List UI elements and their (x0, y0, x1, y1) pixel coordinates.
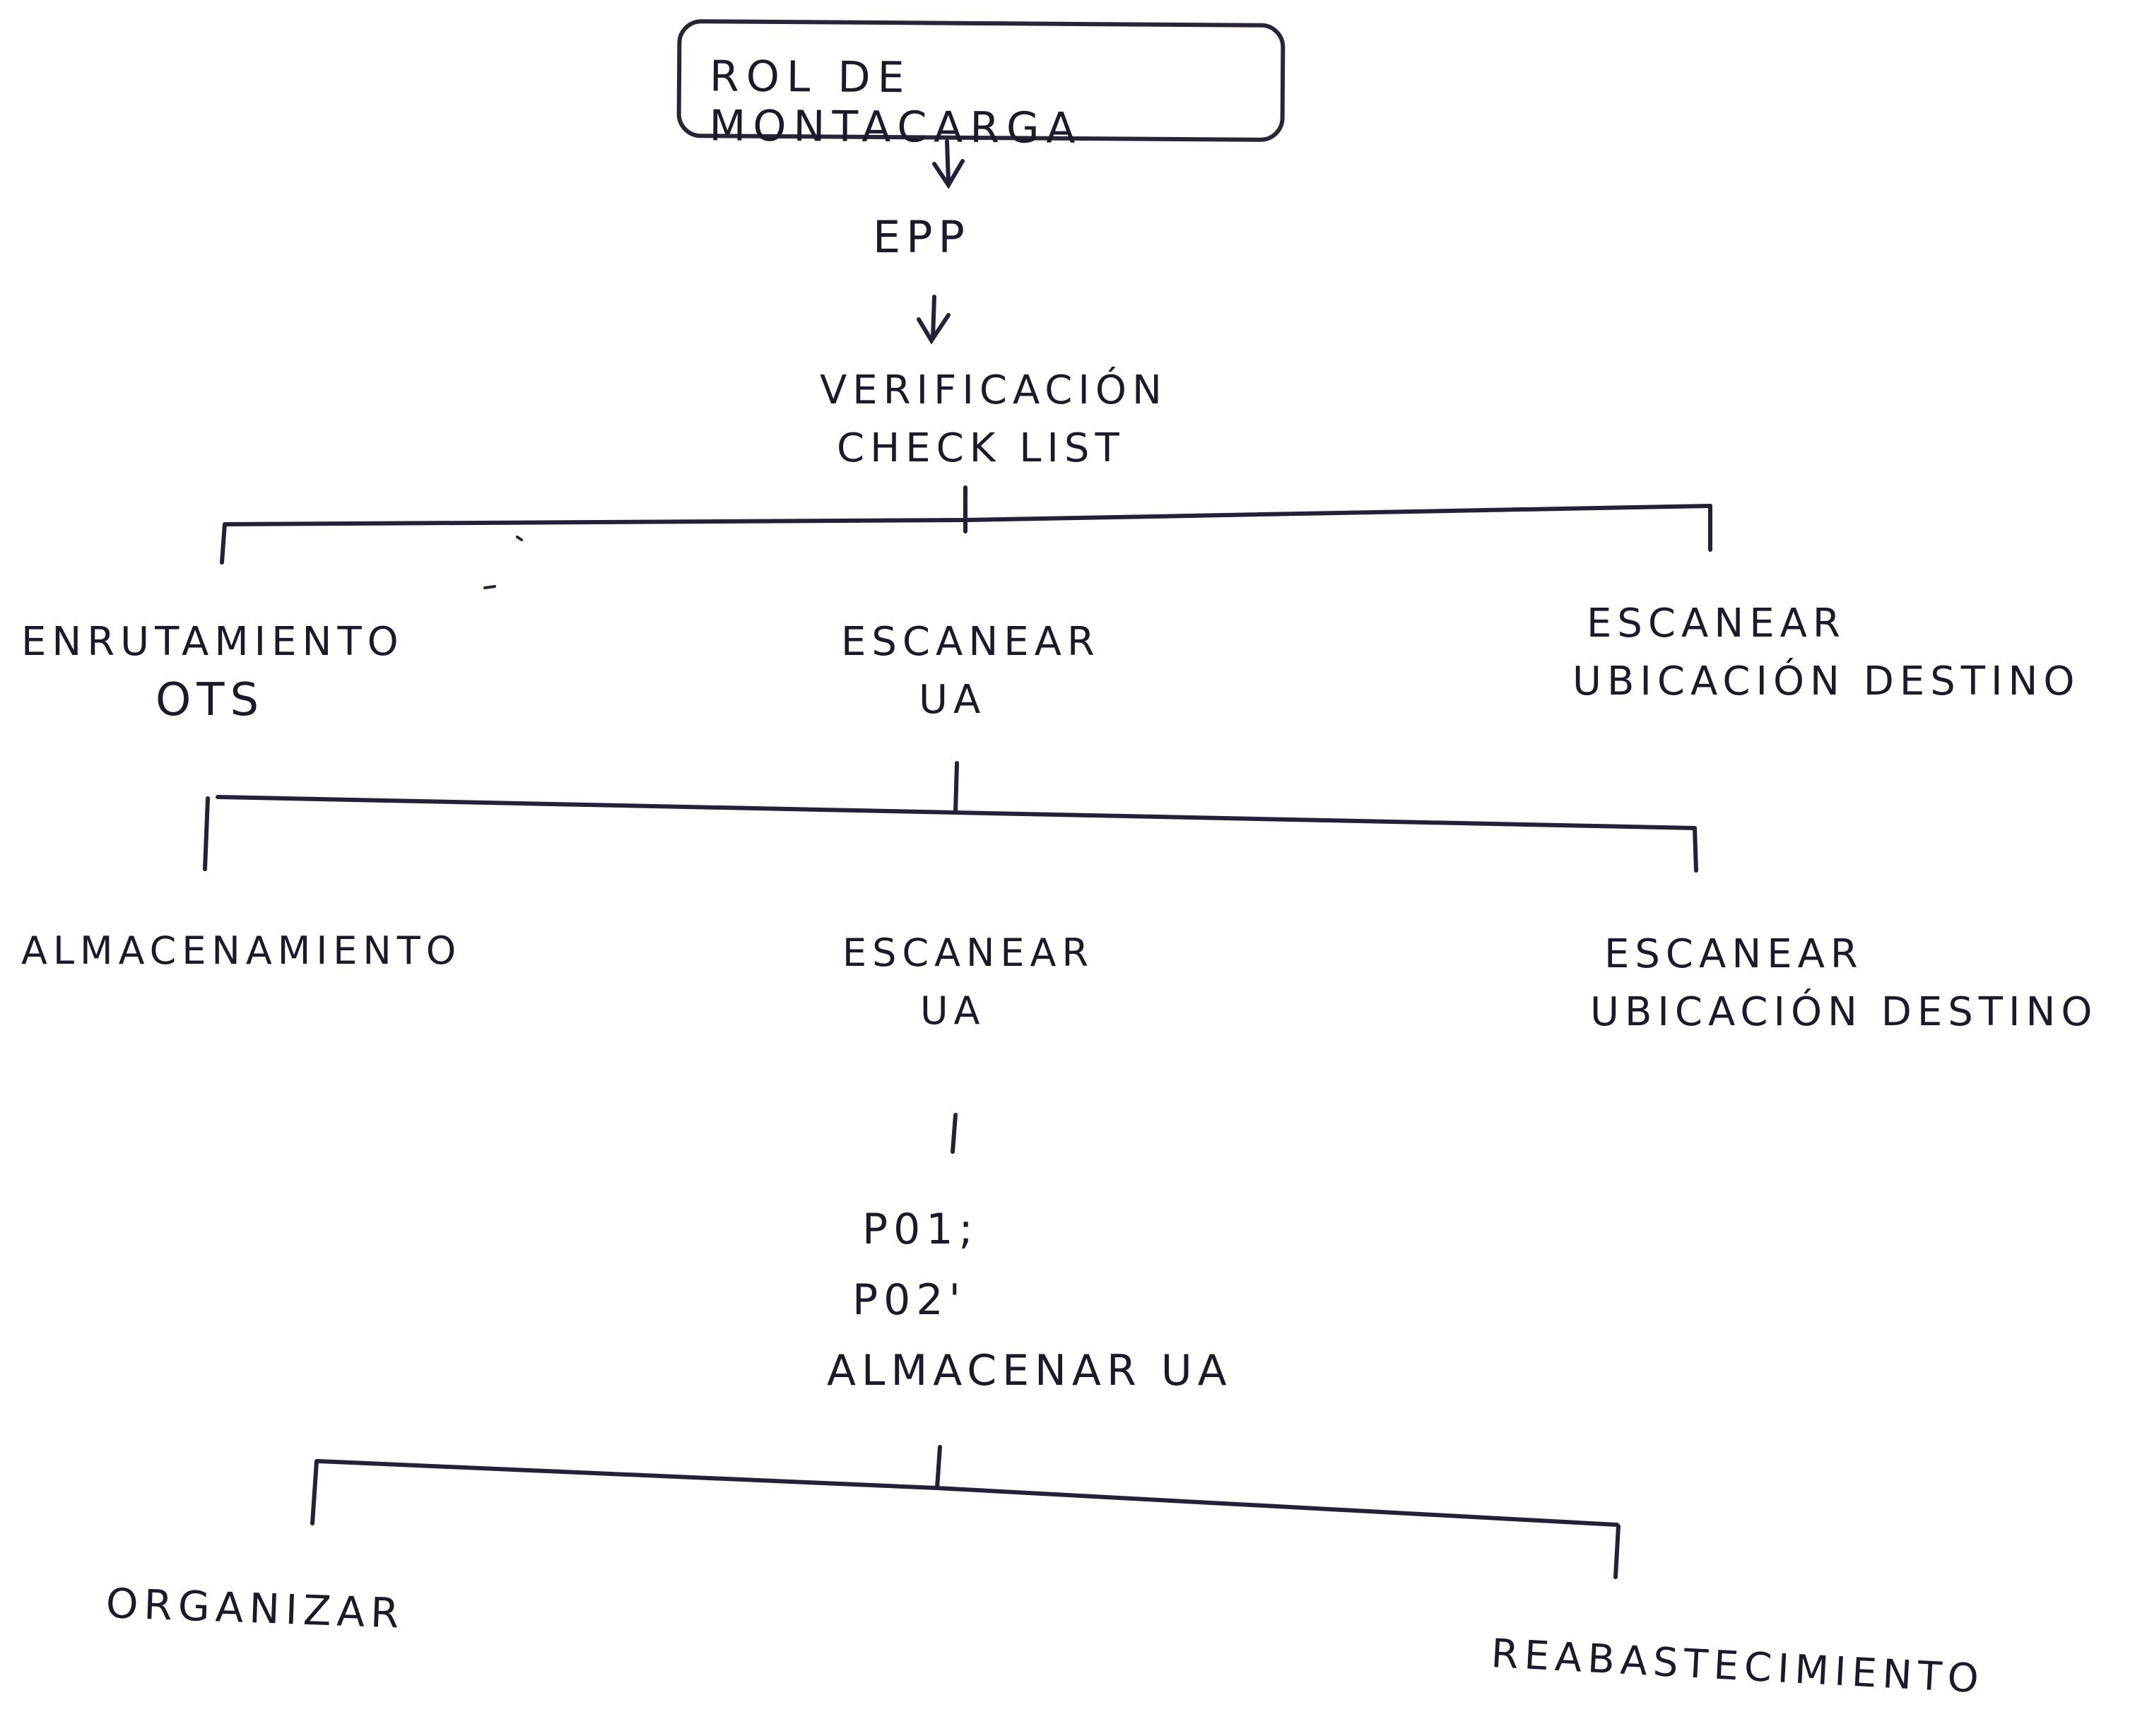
node-epp: EPP (873, 211, 970, 263)
node-verificacion-checklist: VERIFICACIÓN CHECK LIST (820, 367, 1167, 471)
node-escanear-ubicacion-destino-1: ESCANEAR UBICACIÓN DESTINO (1572, 601, 2081, 704)
node-escanear-ubicacion-destino-2: ESCANEAR UBICACIÓN DESTINO (1590, 931, 2098, 1035)
root-node-label: ROL DE MONTACARGA (709, 52, 1083, 154)
node-almacenamiento: ALMACENAMIENTO (21, 928, 462, 973)
arrow-down-icon (932, 139, 965, 189)
node-enrutamiento-ots: ENRUTAMIENTO OTS (21, 619, 404, 726)
node-organizar: ORGANIZAR (105, 1579, 406, 1638)
node-p01-p02-almacenar-ua: P01; P02' ALMACENAR UA (827, 1205, 1233, 1395)
node-escanear-ua-2: ESCANEAR UA (842, 931, 1095, 1033)
node-escanear-ua-1: ESCANEAR UA (841, 619, 1100, 723)
arrow-down-icon (917, 295, 951, 345)
root-node-box: ROL DE MONTACARGA (676, 19, 1286, 153)
